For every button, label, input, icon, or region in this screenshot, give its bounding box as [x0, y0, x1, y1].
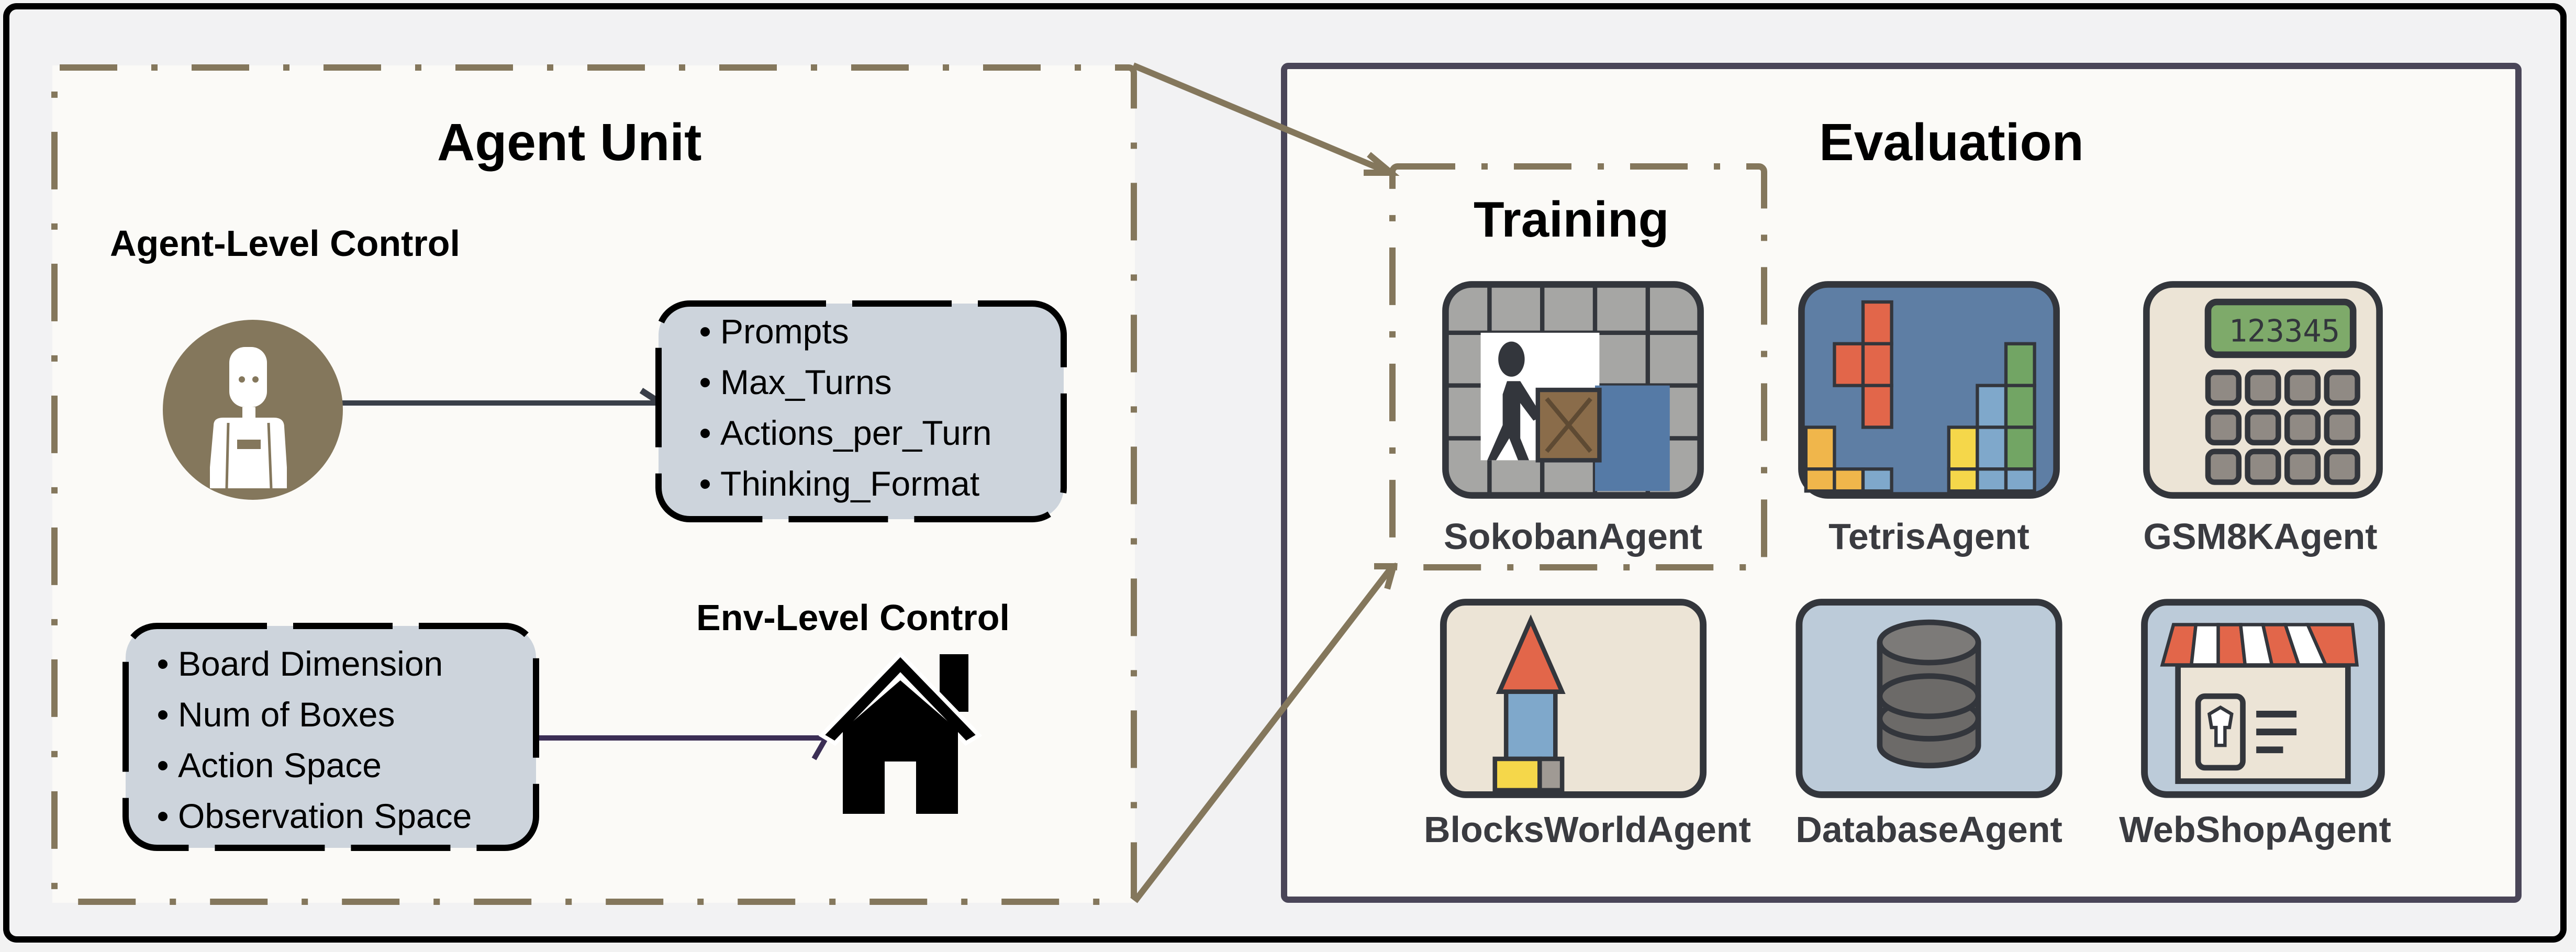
agent-level-params-list: Prompts Max_Turns Actions_per_Turn Think… [690, 306, 992, 509]
list-item: Action Space [148, 740, 472, 791]
agent-unit-title: Agent Unit [437, 113, 702, 172]
blocks-icon[interactable] [1438, 598, 1708, 799]
agent-unit-border [51, 64, 1137, 905]
env-level-params-list: Board Dimension Num of Boxes Action Spac… [148, 639, 472, 842]
robot-icon [163, 320, 343, 500]
zoom-arrowhead-top [1364, 152, 1400, 176]
agent-label-tetris: TetrisAgent [1828, 516, 2029, 557]
zoom-line-bottom [1132, 564, 1395, 903]
shop-icon[interactable] [2140, 598, 2386, 799]
calculator-icon[interactable]: 123345 [2140, 280, 2386, 500]
house-icon [818, 652, 983, 814]
zoom-line-top [1132, 62, 1391, 176]
sokoban-icon[interactable] [1437, 280, 1709, 500]
agent-label-gsm8k: GSM8KAgent [2143, 516, 2378, 557]
calculator-display: 123345 [2229, 313, 2340, 349]
list-item: Num of Boxes [148, 689, 472, 740]
database-icon[interactable] [1793, 598, 2065, 799]
agent-label-webshop: WebShopAgent [2119, 809, 2391, 850]
list-item: Max_Turns [690, 357, 992, 408]
list-item: Prompts [690, 306, 992, 357]
evaluation-title: Evaluation [1819, 113, 2084, 172]
list-item: Observation Space [148, 791, 472, 842]
env-level-control-label: Env-Level Control [696, 597, 1010, 638]
list-item: Board Dimension [148, 639, 472, 689]
training-border [1389, 163, 1767, 570]
agent-label-database: DatabaseAgent [1796, 809, 2062, 850]
agent-level-control-label: Agent-Level Control [110, 223, 460, 264]
list-item: Actions_per_Turn [690, 408, 992, 458]
zoom-arrowhead-bottom [1374, 563, 1398, 590]
list-item: Thinking_Format [690, 458, 992, 509]
env-arrow-head [811, 736, 829, 760]
agent-label-sokoban: SokobanAgent [1444, 516, 1702, 557]
training-title: Training [1474, 192, 1669, 248]
agent-label-blocksworld: BlocksWorldAgent [1424, 809, 1751, 850]
tetris-icon[interactable] [1793, 280, 2065, 500]
